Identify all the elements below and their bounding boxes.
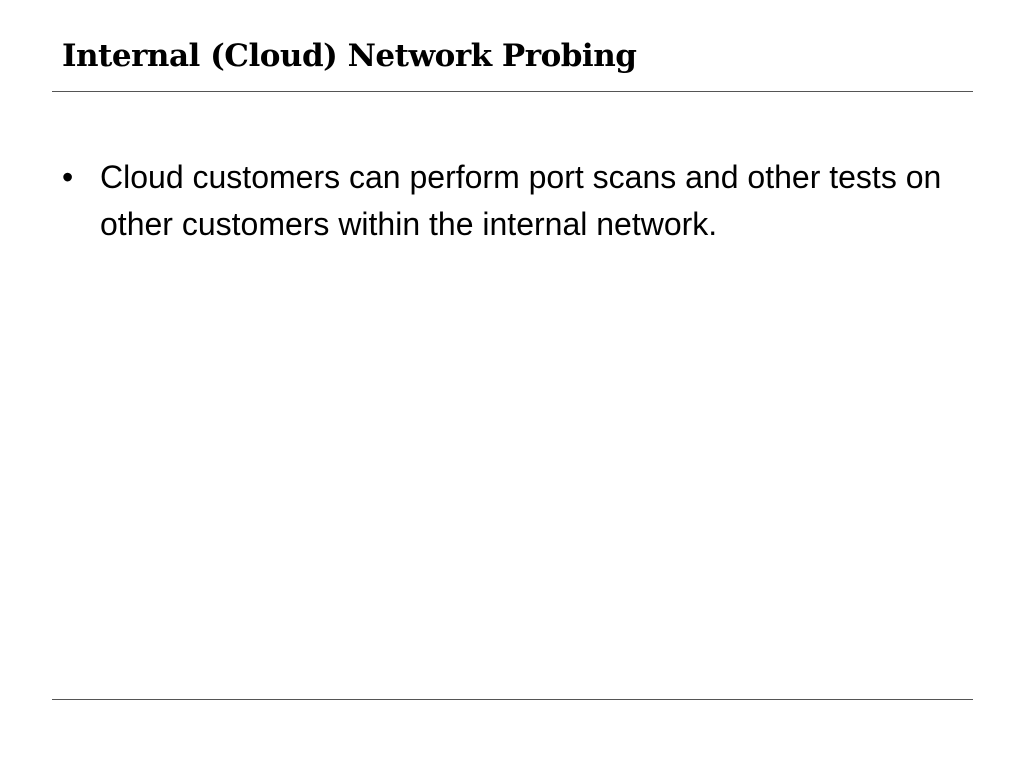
- bullet-item: • Cloud customers can perform port scans…: [62, 154, 942, 248]
- bullet-icon: •: [62, 159, 74, 195]
- title-divider: [52, 91, 973, 92]
- bullet-text: Cloud customers can perform port scans a…: [100, 159, 942, 242]
- slide-title: Internal (Cloud) Network Probing: [62, 38, 637, 74]
- footer-divider: [52, 699, 973, 700]
- bullet-list: • Cloud customers can perform port scans…: [62, 154, 942, 248]
